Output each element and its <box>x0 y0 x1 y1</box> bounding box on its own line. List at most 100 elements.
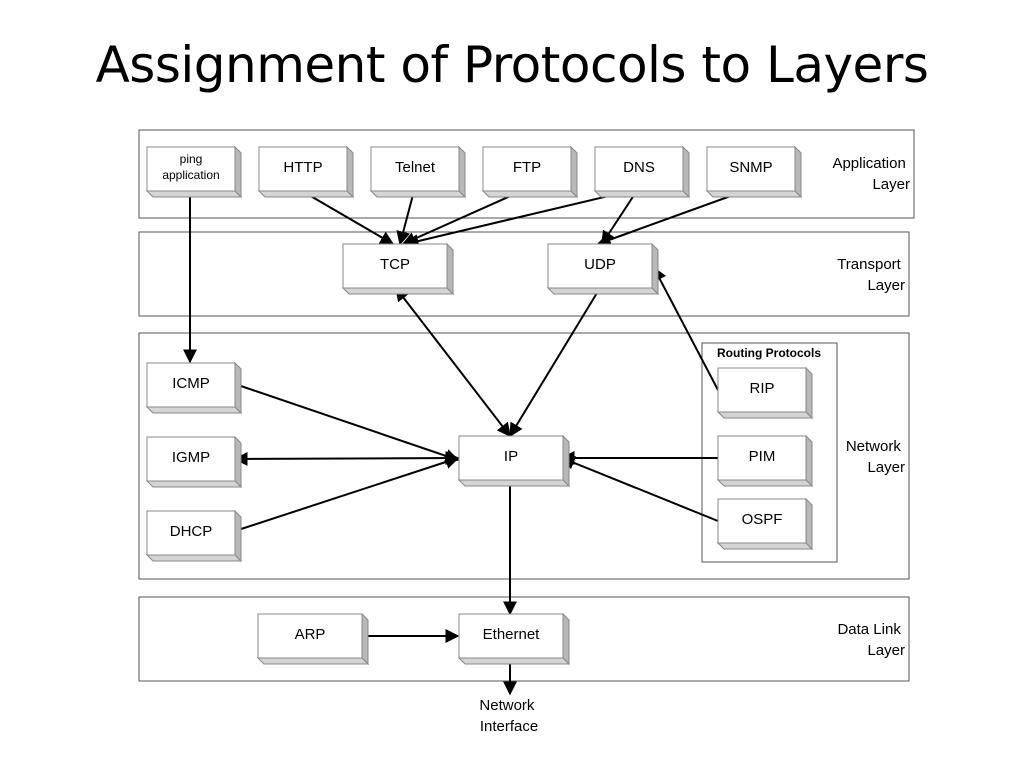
udp-label: UDP <box>584 256 616 273</box>
arrow-dns-to-tcp <box>404 188 639 248</box>
http-box-face <box>258 146 348 192</box>
ospf-box-bottom <box>716 542 814 550</box>
dns-box-bottom <box>593 190 691 198</box>
tcp-label: TCP <box>380 256 410 273</box>
application-layer-label: Application Layer <box>832 155 910 193</box>
igmp-box-face <box>146 436 236 482</box>
ethernet-box-side <box>562 612 570 666</box>
telnet-box-bottom <box>369 190 467 198</box>
dns-label: DNS <box>623 159 655 176</box>
telnet-box-side <box>458 145 466 199</box>
dns-box-side <box>682 145 690 199</box>
arrow-udp-to-ip <box>509 287 601 438</box>
page-title: Assignment of Protocols to Layers <box>95 36 929 94</box>
rip-box-bottom <box>716 411 814 419</box>
icmp-box-face <box>146 362 236 408</box>
http-box-side <box>346 145 354 199</box>
dhcp-label: DHCP <box>170 523 213 540</box>
rip-box-side <box>805 366 813 420</box>
ftp-label: FTP <box>513 159 541 176</box>
tcp-protocol-box: TCP <box>341 242 455 296</box>
snmp-box-side <box>794 145 802 199</box>
network-interface-label: Network Interface <box>479 697 538 735</box>
ip-protocol-box: IP <box>457 434 571 488</box>
rip-box-face <box>717 367 807 413</box>
http-protocol-box: HTTP <box>257 145 355 199</box>
dns-protocol-box: DNS <box>593 145 691 199</box>
ftp-box-bottom <box>481 190 579 198</box>
ethernet-protocol-box: Ethernet <box>457 612 571 666</box>
ospf-protocol-box: OSPF <box>716 497 814 551</box>
snmp-box-bottom <box>705 190 803 198</box>
arrow-dhcp-to-ip <box>234 455 460 532</box>
ethernet-box-bottom <box>457 657 571 665</box>
ip-box-face <box>458 435 564 481</box>
igmp-label: IGMP <box>172 449 210 466</box>
ip-box-bottom <box>457 479 571 487</box>
ftp-box-side <box>570 145 578 199</box>
pim-label: PIM <box>749 448 776 465</box>
arrow-snmp-to-udp <box>596 188 751 247</box>
ping-box-side <box>234 145 242 199</box>
igmp-box-side <box>234 435 242 489</box>
tcp-box-face <box>342 243 448 289</box>
arrow-ip-to-igmp <box>233 451 460 466</box>
pim-box-bottom <box>716 479 814 487</box>
dhcp-box-side <box>234 509 242 563</box>
tcp-box-side <box>446 242 454 296</box>
arp-box-bottom <box>256 657 370 665</box>
http-box-bottom <box>257 190 355 198</box>
udp-protocol-box: UDP <box>546 242 660 296</box>
icmp-label: ICMP <box>172 375 210 392</box>
ip-label: IP <box>504 448 518 465</box>
telnet-label: Telnet <box>395 159 436 176</box>
connection-arrows <box>183 188 751 696</box>
arp-protocol-box: ARP <box>256 612 370 666</box>
igmp-box-bottom <box>145 480 243 488</box>
ip-box-side <box>562 434 570 488</box>
ethernet-label: Ethernet <box>483 626 541 643</box>
arrow-tcp-to-ip <box>395 286 511 438</box>
udp-box-face <box>547 243 653 289</box>
arrow-icmp-to-ip <box>234 383 460 463</box>
snmp-box-face <box>706 146 796 192</box>
arrow-rip-to-udp <box>653 266 719 391</box>
arp-box-side <box>361 612 369 666</box>
pim-box-face <box>717 435 807 481</box>
http-label: HTTP <box>283 159 322 176</box>
udp-box-bottom <box>546 287 660 295</box>
udp-box-side <box>651 242 659 296</box>
transport-layer-label: Transport Layer <box>837 256 905 294</box>
network-layer-label: Network Layer <box>846 438 905 476</box>
ping-box-face <box>146 146 236 192</box>
dhcp-box-bottom <box>145 554 243 562</box>
dhcp-protocol-box: DHCP <box>145 509 243 563</box>
routing-protocols-title: Routing Protocols <box>717 346 821 360</box>
datalink-layer-label: Data Link Layer <box>837 621 905 659</box>
ftp-protocol-box: FTP <box>481 145 579 199</box>
tcp-box-bottom <box>341 287 455 295</box>
snmp-protocol-box: SNMP <box>705 145 803 199</box>
ospf-box-face <box>717 498 807 544</box>
ospf-box-side <box>805 497 813 551</box>
ping-box-bottom <box>145 190 243 198</box>
igmp-protocol-box: IGMP <box>145 435 243 489</box>
ftp-box-face <box>482 146 572 192</box>
dns-box-face <box>594 146 684 192</box>
arrow-ftp-to-tcp <box>401 188 527 246</box>
snmp-label: SNMP <box>729 159 772 176</box>
ethernet-box-face <box>458 613 564 659</box>
telnet-protocol-box: Telnet <box>369 145 467 199</box>
icmp-protocol-box: ICMP <box>145 361 243 415</box>
arp-box-face <box>257 613 363 659</box>
icmp-box-bottom <box>145 406 243 414</box>
pim-protocol-box: PIM <box>716 434 814 488</box>
telnet-box-face <box>370 146 460 192</box>
icmp-box-side <box>234 361 242 415</box>
dhcp-box-face <box>146 510 236 556</box>
rip-protocol-box: RIP <box>716 366 814 420</box>
rip-label: RIP <box>749 380 774 397</box>
